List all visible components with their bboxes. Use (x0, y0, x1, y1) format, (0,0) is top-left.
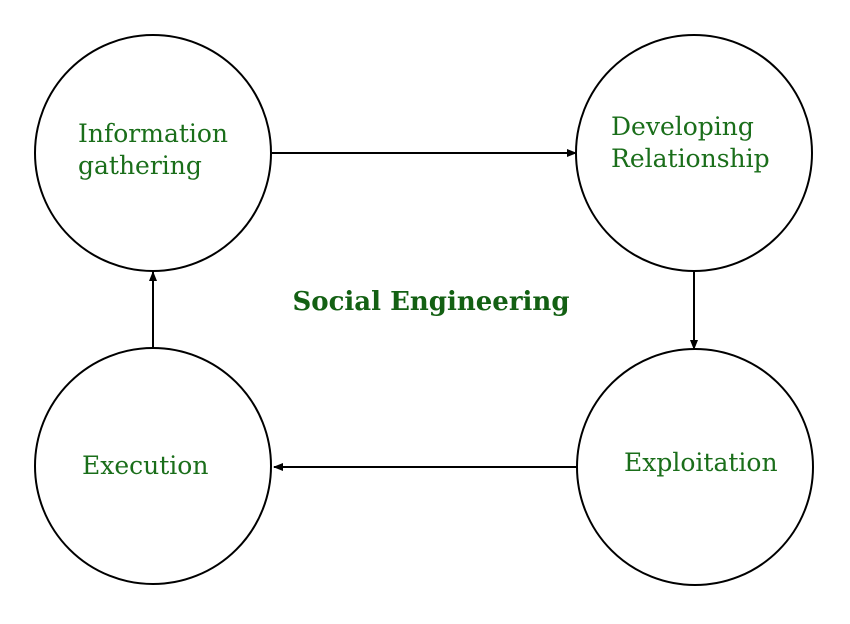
node-label-line: Information (78, 119, 228, 148)
node-label-information-gathering: Information gathering (78, 119, 236, 180)
node-label-execution: Execution (82, 451, 208, 480)
node-label-exploitation: Exploitation (624, 448, 778, 477)
node-label-developing-relationship: Developing Relationship (611, 112, 770, 173)
node-developing-relationship (575, 34, 813, 272)
node-execution (34, 347, 272, 585)
node-label-line: Execution (82, 451, 208, 480)
node-label-line: Relationship (611, 144, 770, 173)
node-label-line: Exploitation (624, 448, 778, 477)
node-label-line: Developing (611, 112, 754, 141)
node-information-gathering (34, 34, 272, 272)
node-exploitation (576, 348, 814, 586)
diagram-title: Social Engineering (292, 287, 569, 317)
node-label-line: gathering (78, 151, 202, 180)
